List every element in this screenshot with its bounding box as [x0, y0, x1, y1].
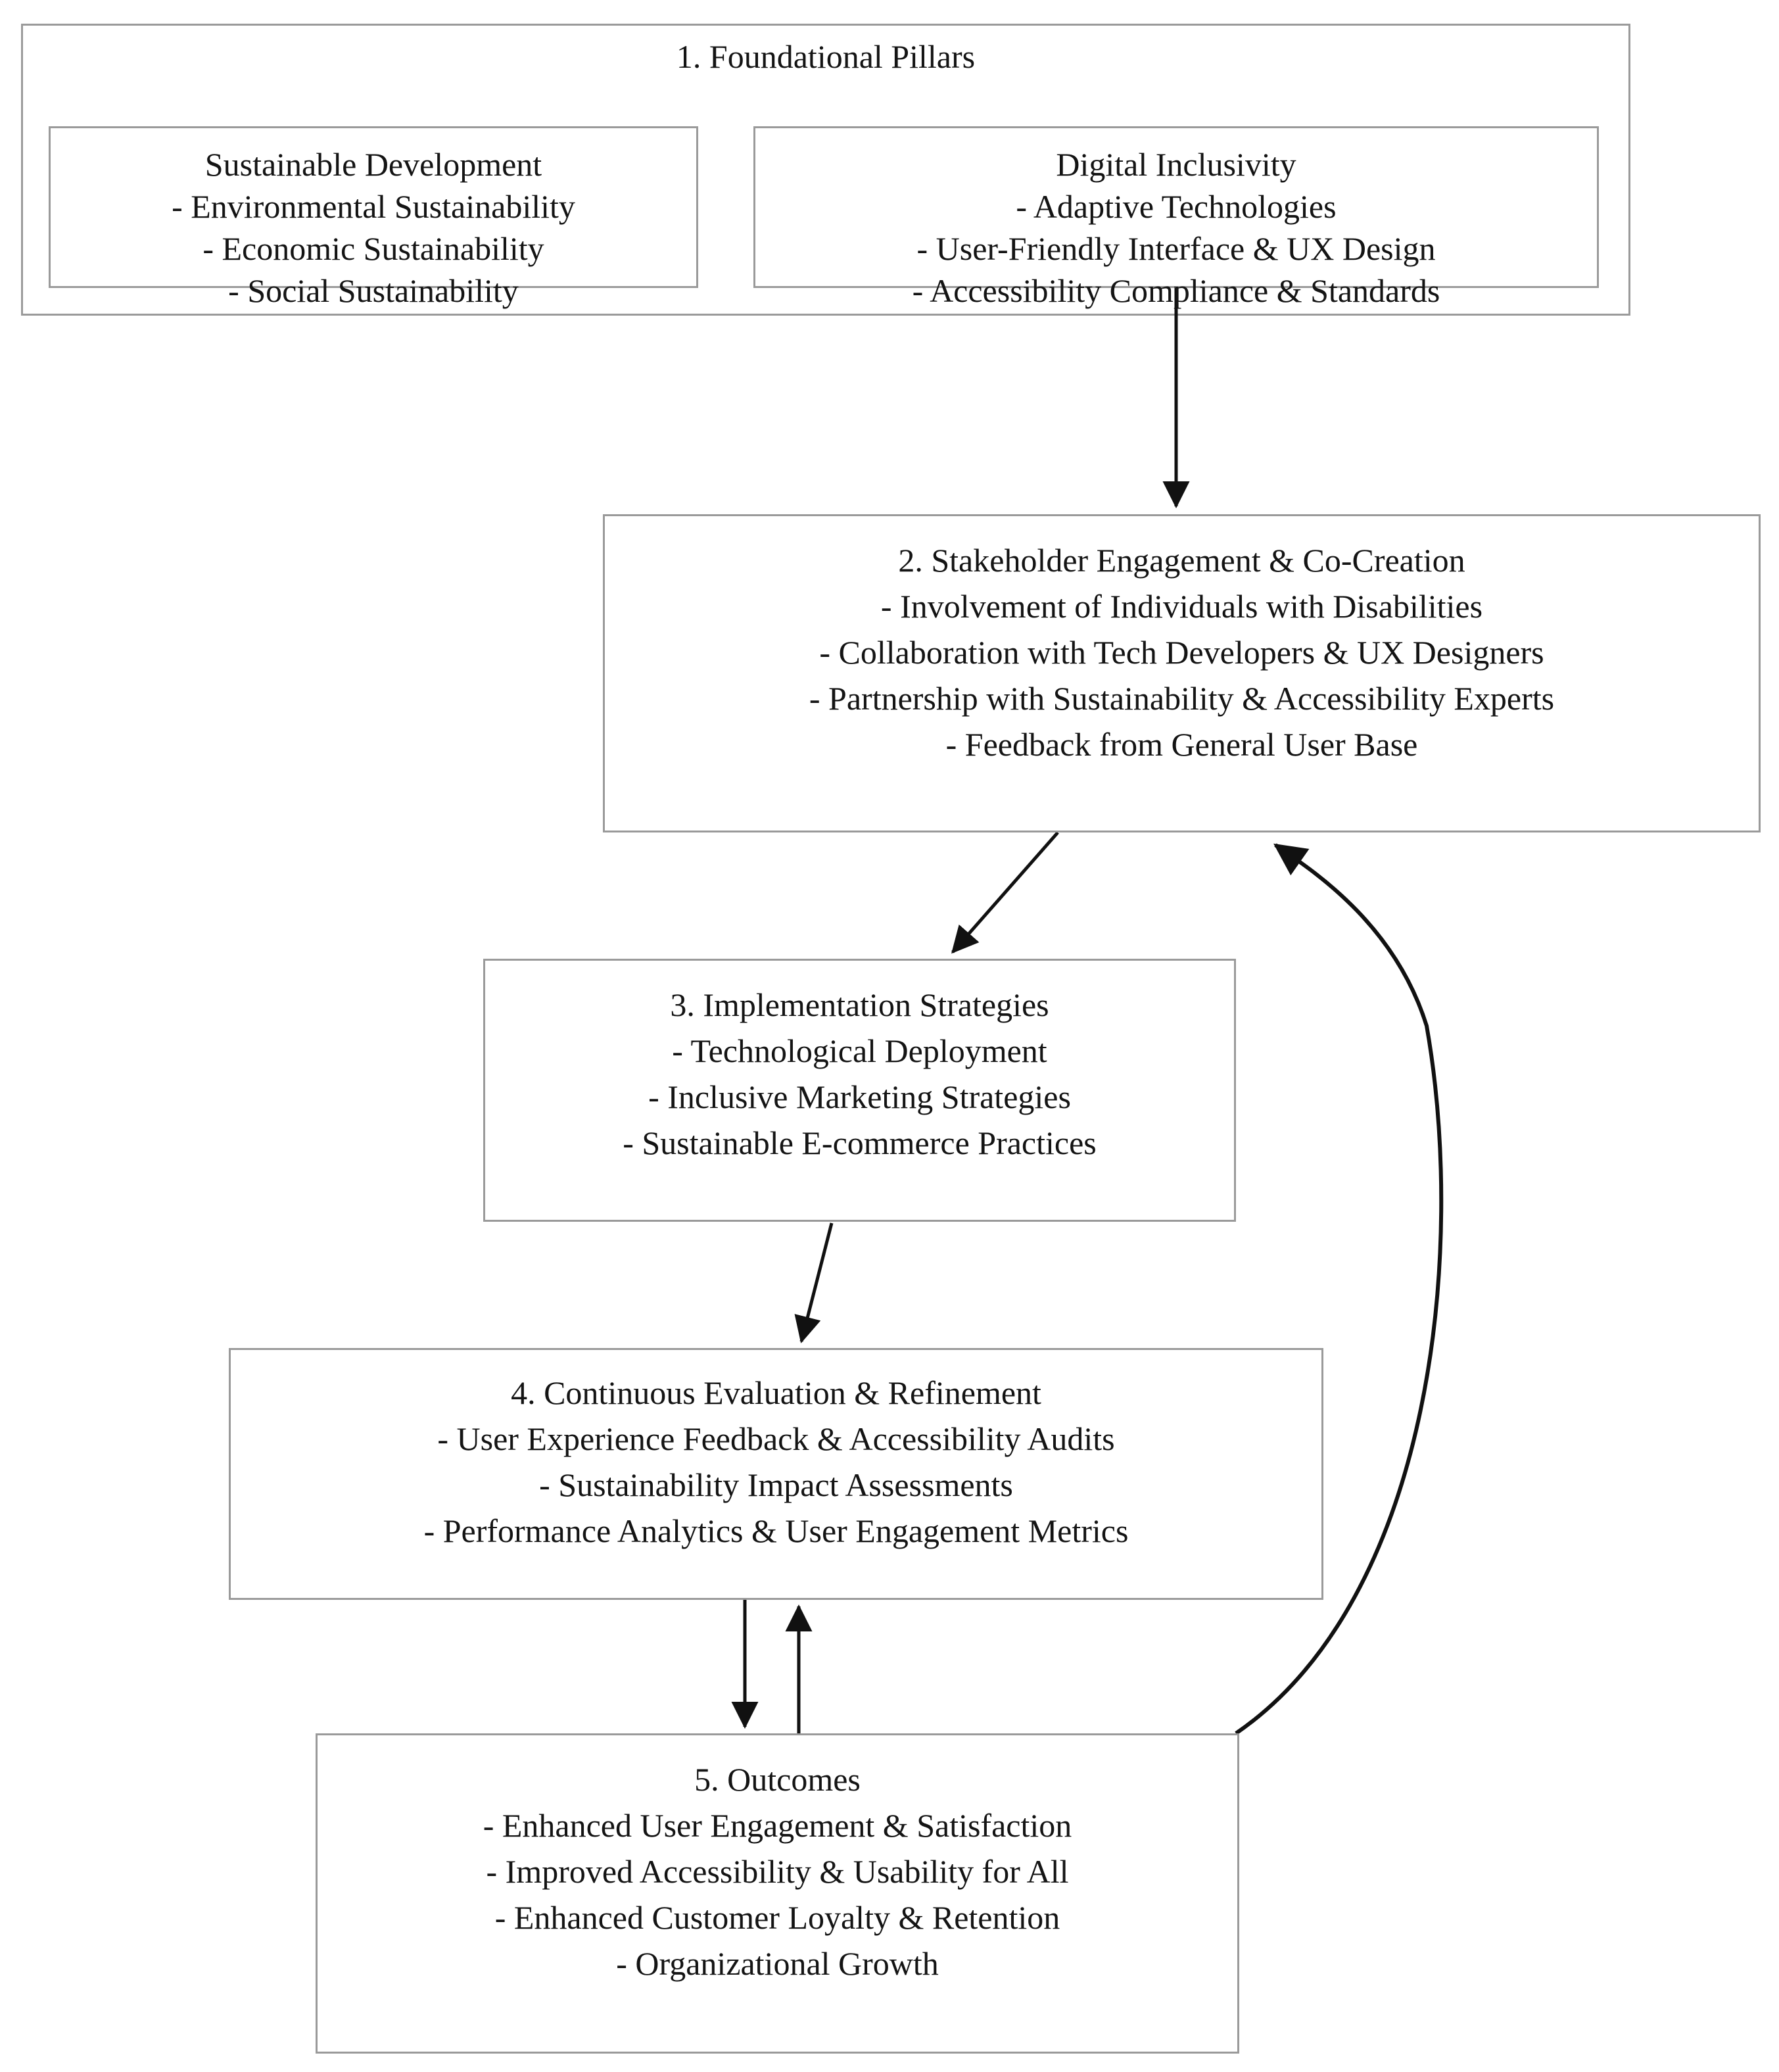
node-implementation-strategies-item-1: - Inclusive Marketing Strategies — [648, 1078, 1071, 1115]
node-digital-inclusivity[interactable]: Digital Inclusivity - Adaptive Technolog… — [753, 126, 1599, 307]
node-implementation-strategies-item-2: - Sustainable E-commerce Practices — [623, 1124, 1097, 1161]
node-sustainable-development[interactable]: Sustainable Development - Environmental … — [49, 126, 698, 307]
node-outcomes-item-0: - Enhanced User Engagement & Satisfactio… — [483, 1807, 1072, 1844]
node-sustainable-development-item-0: - Environmental Sustainability — [172, 188, 575, 225]
node-implementation-strategies-heading: 3. Implementation Strategies — [670, 986, 1049, 1023]
node-outcomes[interactable]: 5. Outcomes - Enhanced User Engagement &… — [316, 1733, 1239, 2054]
edge-outcomes-to-stakeholder — [1235, 843, 1444, 1735]
node-continuous-evaluation-item-1: - Sustainability Impact Assessments — [539, 1466, 1013, 1503]
node-digital-inclusivity-item-0: - Adaptive Technologies — [1016, 188, 1337, 225]
node-continuous-evaluation-heading: 4. Continuous Evaluation & Refinement — [511, 1374, 1041, 1411]
group-foundational-pillars-title: 1. Foundational Pillars — [676, 38, 976, 75]
node-digital-inclusivity-item-2: - Accessibility Compliance & Standards — [912, 272, 1440, 309]
node-implementation-strategies-item-0: - Technological Deployment — [672, 1032, 1047, 1069]
node-sustainable-development-item-2: - Social Sustainability — [228, 272, 519, 309]
node-implementation-strategies[interactable]: 3. Implementation Strategies - Technolog… — [483, 959, 1236, 1222]
group-foundational-pillars[interactable]: 1. Foundational Pillars — [21, 24, 1630, 316]
node-continuous-evaluation[interactable]: 4. Continuous Evaluation & Refinement - … — [229, 1348, 1323, 1600]
node-continuous-evaluation-item-2: - Performance Analytics & User Engagemen… — [423, 1512, 1129, 1549]
node-continuous-evaluation-item-0: - User Experience Feedback & Accessibili… — [437, 1420, 1115, 1457]
node-outcomes-item-2: - Enhanced Customer Loyalty & Retention — [494, 1899, 1060, 1936]
node-stakeholder-engagement[interactable]: 2. Stakeholder Engagement & Co-Creation … — [603, 514, 1761, 832]
node-stakeholder-engagement-heading: 2. Stakeholder Engagement & Co-Creation — [898, 542, 1465, 579]
node-digital-inclusivity-heading: Digital Inclusivity — [1056, 146, 1296, 183]
node-sustainable-development-item-1: - Economic Sustainability — [202, 230, 544, 267]
node-stakeholder-engagement-item-0: - Involvement of Individuals with Disabi… — [880, 588, 1483, 625]
node-outcomes-item-1: - Improved Accessibility & Usability for… — [486, 1853, 1069, 1890]
edge-implementation-to-evaluation — [794, 1222, 834, 1343]
edge-stakeholder-to-implementation — [951, 831, 1059, 954]
node-outcomes-item-3: - Organizational Growth — [616, 1945, 939, 1982]
node-stakeholder-engagement-item-3: - Feedback from General User Base — [945, 726, 1418, 763]
node-outcomes-heading: 5. Outcomes — [694, 1761, 861, 1798]
node-stakeholder-engagement-item-2: - Partnership with Sustainability & Acce… — [809, 680, 1555, 717]
node-sustainable-development-heading: Sustainable Development — [204, 146, 542, 183]
node-stakeholder-engagement-item-1: - Collaboration with Tech Developers & U… — [819, 634, 1544, 671]
node-digital-inclusivity-item-1: - User-Friendly Interface & UX Design — [916, 230, 1436, 267]
